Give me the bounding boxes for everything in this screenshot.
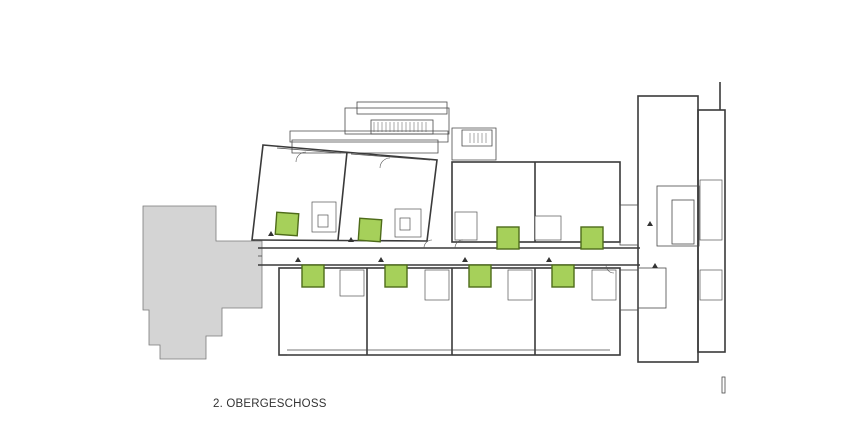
courtyard — [274, 211, 300, 237]
courtyard — [301, 264, 325, 288]
existing-building — [142, 205, 263, 360]
left-wing — [251, 144, 438, 242]
right-block — [619, 82, 726, 394]
courtyard — [384, 264, 408, 288]
courtyard — [551, 264, 575, 288]
courtyard — [496, 226, 520, 250]
roof-structures — [289, 101, 497, 161]
floor-label: 2. OBERGESCHOSS — [213, 398, 327, 410]
arrow-markers — [268, 221, 658, 268]
courtyard — [357, 217, 383, 243]
stair-hatching — [373, 122, 487, 143]
courtyard — [580, 226, 604, 250]
central-wings — [278, 161, 621, 356]
courtyards — [274, 211, 604, 288]
courtyard — [468, 264, 492, 288]
